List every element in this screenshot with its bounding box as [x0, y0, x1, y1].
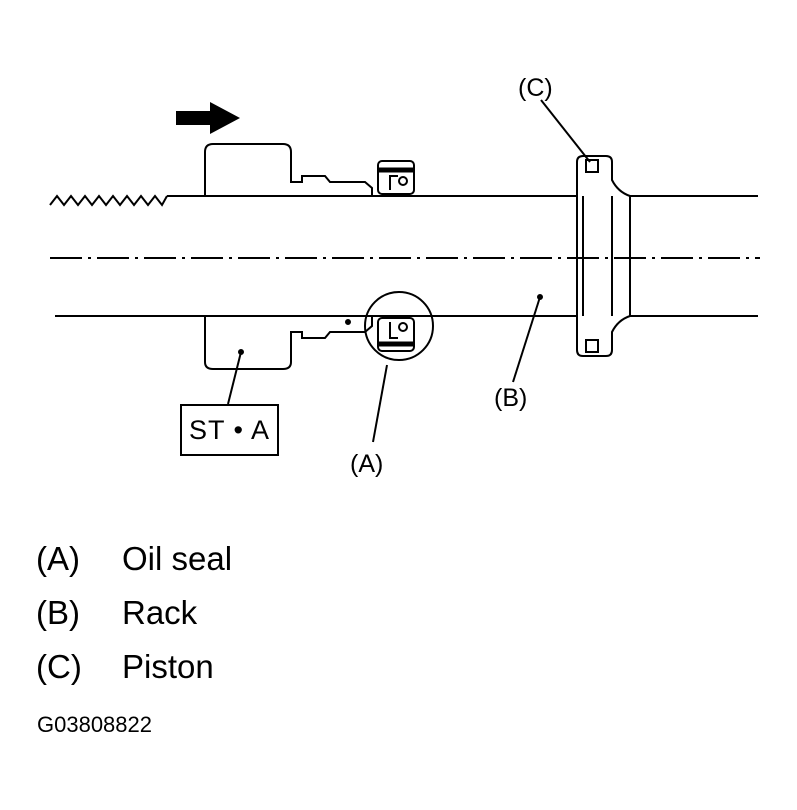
oil-seal-lower [377, 317, 415, 352]
callout-b: (B) [494, 384, 528, 412]
legend-text: Piston [122, 648, 214, 685]
piston [576, 155, 631, 357]
legend-text: Oil seal [122, 540, 233, 577]
legend-key: (A) [36, 540, 80, 577]
rack-teeth [49, 194, 168, 207]
figure-code: G03808822 [37, 712, 152, 737]
seal-dot [345, 319, 351, 325]
oil-seal-detail-circle [364, 291, 434, 361]
legend-key: (B) [36, 594, 80, 631]
special-tool-upper [204, 143, 373, 196]
leader-a [372, 364, 388, 443]
callout-a: (A) [350, 450, 384, 478]
leader-b [512, 296, 541, 383]
legend-text: Rack [122, 594, 198, 631]
oil-seal-upper [377, 160, 415, 195]
legend-key: (C) [36, 648, 82, 685]
special-tool-text: ST • A [189, 414, 270, 445]
leader-st [227, 351, 242, 405]
right-arrow-icon [176, 102, 240, 134]
steering-rack-diagram [49, 99, 760, 443]
leader-c [540, 99, 591, 163]
special-tool-lower [204, 316, 373, 370]
special-tool-label: ST • A [180, 404, 279, 456]
callout-c: (C) [518, 74, 553, 102]
